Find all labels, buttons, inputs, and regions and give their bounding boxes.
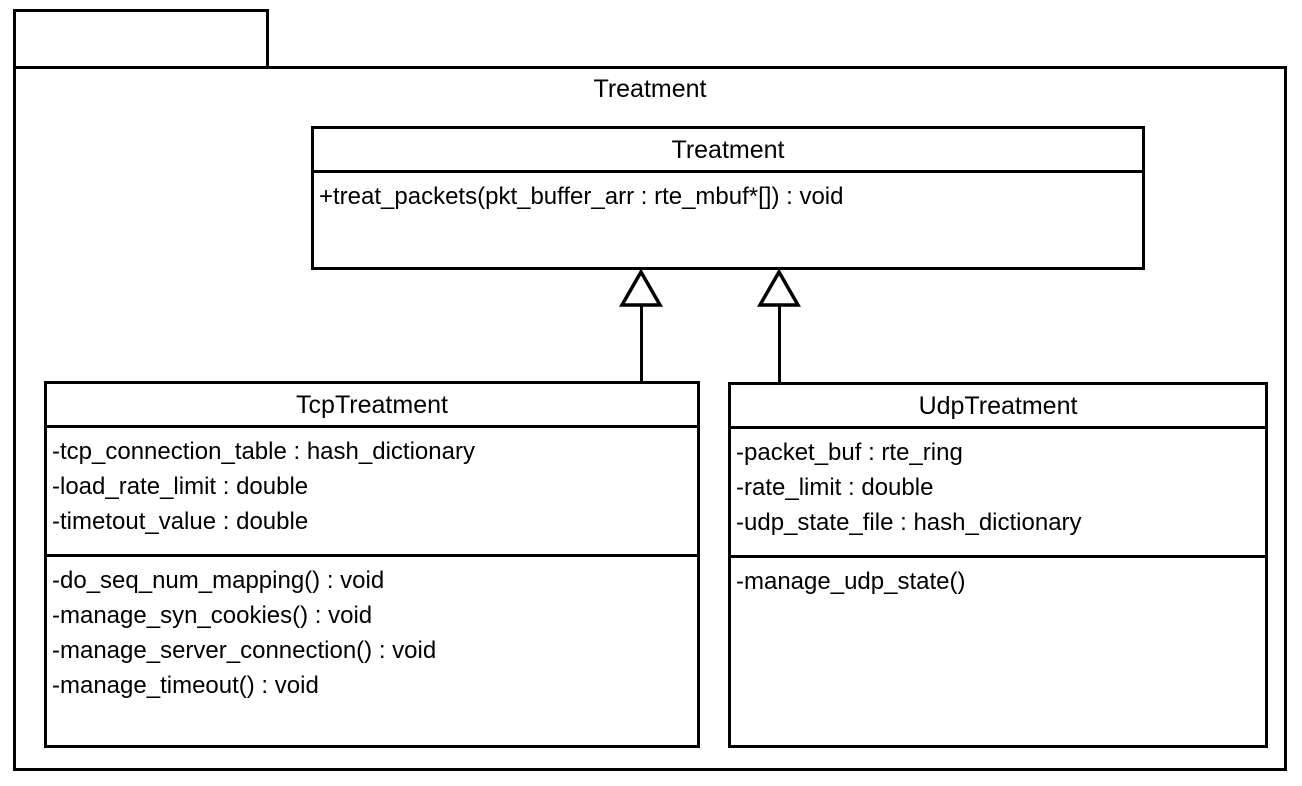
generalization-stem (778, 305, 781, 384)
methods-compartment-treatment: +treat_packets(pkt_buffer_arr : rte_mbuf… (314, 173, 1142, 218)
attribute-row: -packet_buf : rte_ring (736, 439, 963, 466)
class-name-divider (47, 425, 697, 428)
generalization-triangle-icon (757, 270, 801, 307)
class-name-udptreatment: UdpTreatment (918, 392, 1078, 420)
class-members-divider (731, 555, 1265, 558)
attribute-row: -udp_state_file : hash_dictionary (736, 509, 1082, 536)
method-row: +treat_packets(pkt_buffer_arr : rte_mbuf… (319, 183, 844, 210)
class-box-tcptreatment[interactable]: TcpTreatment -tcp_connection_table : has… (44, 381, 700, 748)
class-name-divider (314, 170, 1142, 173)
method-row: -manage_server_connection() : void (52, 637, 437, 664)
class-box-udptreatment[interactable]: UdpTreatment -packet_buf : rte_ring -rat… (728, 382, 1268, 748)
methods-compartment-udptreatment: -manage_udp_state() (731, 558, 1265, 603)
package-tab (13, 9, 269, 66)
package-name-label: Treatment (593, 75, 707, 103)
method-row: -manage_udp_state() (736, 568, 966, 595)
method-row: -manage_syn_cookies() : void (52, 602, 373, 629)
attribute-row: -rate_limit : double (736, 474, 934, 501)
class-name-treatment: Treatment (671, 136, 785, 164)
methods-compartment-tcptreatment: -do_seq_num_mapping() : void -manage_syn… (47, 557, 697, 707)
attributes-compartment-udptreatment: -packet_buf : rte_ring -rate_limit : dou… (731, 429, 1265, 555)
method-row: -do_seq_num_mapping() : void (52, 567, 385, 594)
attribute-row: -timetout_value : double (52, 508, 309, 535)
class-name-tcptreatment: TcpTreatment (296, 391, 448, 419)
class-members-divider (47, 554, 697, 557)
method-row: -manage_timeout() : void (52, 672, 319, 699)
class-name-divider (731, 426, 1265, 429)
attribute-row: -load_rate_limit : double (52, 473, 309, 500)
attributes-compartment-tcptreatment: -tcp_connection_table : hash_dictionary … (47, 428, 697, 554)
attribute-row: -tcp_connection_table : hash_dictionary (52, 438, 475, 465)
generalization-triangle-icon (619, 270, 663, 307)
class-box-treatment[interactable]: Treatment +treat_packets(pkt_buffer_arr … (311, 126, 1145, 270)
generalization-stem (640, 305, 643, 383)
